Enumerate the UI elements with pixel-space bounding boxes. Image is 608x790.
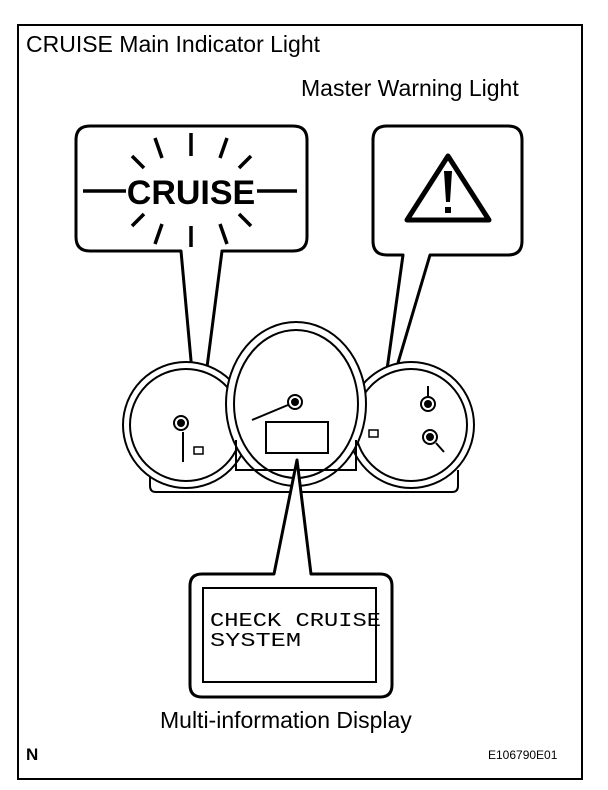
center-gauge-needle <box>251 394 303 421</box>
master-warning-callout <box>371 124 524 429</box>
corner-letter: N <box>26 745 39 764</box>
multi-information-callout: CHECK CRUISE SYSTEM <box>188 458 394 699</box>
right-gauge-needles <box>420 386 445 453</box>
cruise-indicator-text: CRUISE <box>127 174 255 212</box>
multi-information-display-label: Multi-information Display <box>160 707 412 733</box>
master-warning-lamp <box>368 429 379 438</box>
display-message-line2: SYSTEM <box>210 630 301 652</box>
multi-information-screen <box>202 587 377 683</box>
cruise-main-indicator-label: CRUISE Main Indicator Light <box>26 31 321 57</box>
left-gauge-needle <box>173 415 189 462</box>
cruise-callout: CRUISE <box>74 124 309 439</box>
cruise-indicator-lamp <box>193 446 204 455</box>
display-message-line1: CHECK CRUISE <box>210 610 381 632</box>
figure-code: E106790E01 <box>488 748 558 762</box>
light-rays-icon <box>83 133 297 247</box>
master-warning-label: Master Warning Light <box>301 75 519 101</box>
warning-triangle-icon <box>404 153 492 223</box>
cluster-display-window <box>265 421 329 454</box>
